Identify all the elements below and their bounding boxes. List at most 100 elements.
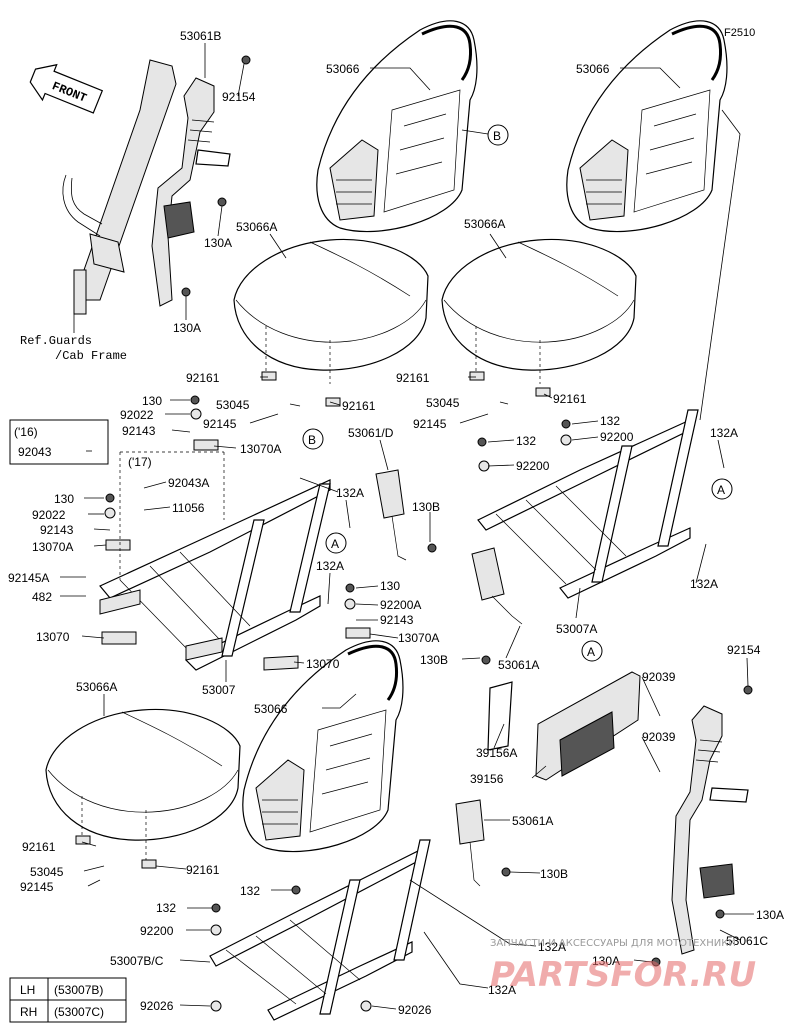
label-92043A: 92043A (168, 476, 209, 490)
svg-text:B: B (493, 129, 501, 143)
label-130-2: 130 (54, 492, 74, 506)
figure-code: F2510 (724, 27, 755, 39)
svg-text:A: A (587, 645, 595, 659)
svg-text:B: B (308, 433, 316, 447)
legend-lh-part: (53007B) (54, 983, 103, 997)
label-130-1: 130 (142, 394, 162, 408)
label-92161-1: 92161 (186, 371, 220, 385)
leader-lines (60, 43, 754, 1010)
label-53045-3: 53045 (30, 865, 64, 879)
watermark-logo: PARTSFOR.RU (490, 955, 756, 995)
plate-39156 (535, 671, 641, 781)
label-130B-2: 130B (420, 653, 448, 667)
seat-belt-right (671, 705, 749, 955)
label-92039-2: 92039 (642, 730, 676, 744)
label-13070A-1: 13070A (240, 442, 281, 456)
label-130A-2: 130A (173, 321, 201, 335)
label-53066A-1: 53066A (236, 220, 277, 234)
label-132A-5: 132A (488, 983, 516, 997)
label-130-3: 130 (380, 579, 400, 593)
buckle-53061A-bottom (455, 799, 485, 887)
label-92143-1: 92143 (122, 424, 156, 438)
label-92026-1: 92026 (140, 999, 174, 1013)
label-53066A-2: 53066A (464, 217, 505, 231)
label-132A-4: 132A (690, 577, 718, 591)
label-53061A-1: 53061A (498, 658, 539, 672)
label-92200-2: 92200 (600, 430, 634, 444)
callout-a-plate: A (581, 640, 603, 662)
label-11056: 11056 (172, 501, 205, 515)
seat-belt-top-left (151, 77, 231, 307)
label-132A-2: 132A (316, 559, 344, 573)
label-92022-1: 92022 (120, 408, 154, 422)
label-92200A: 92200A (380, 598, 421, 612)
watermark-text: ЗАПЧАСТИ И АКСЕССУАРЫ ДЛЯ МОТОТЕХНИКИ (490, 938, 736, 949)
label-132A-6: 132A (538, 940, 566, 954)
label-92043: 92043 (18, 445, 52, 459)
label-53007BC: 53007B/C (110, 954, 164, 968)
label-132-3: 132 (240, 884, 260, 898)
label-132-1: 132 (516, 434, 536, 448)
label-92200-3: 92200 (140, 924, 174, 938)
label-53066-2: 53066 (576, 62, 610, 76)
label-92145-2: 92145 (413, 417, 447, 431)
label-92143-2: 92143 (40, 523, 74, 537)
seat-frame-53007A (477, 409, 699, 599)
svg-text:A: A (717, 483, 725, 497)
label-92161-5: 92161 (22, 840, 56, 854)
callout-b-top: B (487, 124, 509, 146)
legend-rh-part: (53007C) (54, 1005, 104, 1019)
label-13070A-2: 13070A (32, 540, 73, 554)
label-53066-1: 53066 (326, 62, 360, 76)
seat-back-bottom (242, 640, 404, 853)
seat-cushion-center (233, 238, 429, 384)
label-13070-1: 13070 (36, 630, 70, 644)
year-17-note: ('17) (128, 455, 152, 469)
label-53066A-3: 53066A (76, 680, 117, 694)
label-13070A-3: 13070A (398, 631, 439, 645)
label-92161-3: 92161 (396, 371, 430, 385)
year-16-note: ('16) (14, 425, 38, 439)
label-53061A-2: 53061A (512, 814, 553, 828)
legend-rh: RH (20, 1005, 37, 1019)
label-92200-1: 92200 (516, 459, 550, 473)
label-92161-4: 92161 (553, 392, 587, 406)
label-132A-1: 132A (336, 486, 364, 500)
label-130A-1: 130A (204, 236, 232, 250)
label-53045-2: 53045 (426, 396, 460, 410)
label-92145-3: 92145 (20, 880, 54, 894)
label-13070-2: 13070 (306, 657, 340, 671)
label-39156A: 39156A (476, 746, 517, 760)
label-130B-3: 130B (540, 867, 568, 881)
legend-lh: LH (20, 983, 35, 997)
seat-back-top-center (316, 20, 478, 233)
buckle-53061A-right (471, 547, 523, 625)
seat-back-top-right (566, 20, 728, 233)
label-92039-1: 92039 (642, 670, 676, 684)
callout-a-mid: A (325, 532, 347, 554)
ref-note-line2: /Cab Frame (55, 349, 127, 363)
label-39156: 39156 (470, 772, 504, 786)
label-53061B: 53061B (180, 29, 221, 43)
plate-39156A (487, 681, 513, 751)
label-92161-2: 92161 (342, 399, 376, 413)
label-130A-3: 130A (756, 908, 784, 922)
svg-text:A: A (331, 537, 339, 551)
side-legend-table: LH (53007B) RH (53007C) (9, 977, 127, 1023)
year-16-box (9, 419, 109, 465)
seat-cushion-right (441, 238, 637, 384)
label-53045-1: 53045 (216, 398, 250, 412)
label-92145A: 92145A (8, 571, 49, 585)
label-53007A: 53007A (556, 622, 597, 636)
label-53061D: 53061/D (348, 426, 394, 440)
ref-note-line1: Ref.Guards (20, 334, 92, 348)
cab-frame-bar (62, 59, 177, 315)
seat-cushion-bottom-left (45, 708, 241, 860)
label-53007: 53007 (202, 683, 236, 697)
label-53066-3: 53066 (254, 702, 288, 716)
label-92026-2: 92026 (398, 1003, 432, 1017)
label-92154-right: 92154 (727, 643, 761, 657)
buckle-53061D (375, 469, 407, 561)
seat-frame-53007 (99, 479, 331, 671)
